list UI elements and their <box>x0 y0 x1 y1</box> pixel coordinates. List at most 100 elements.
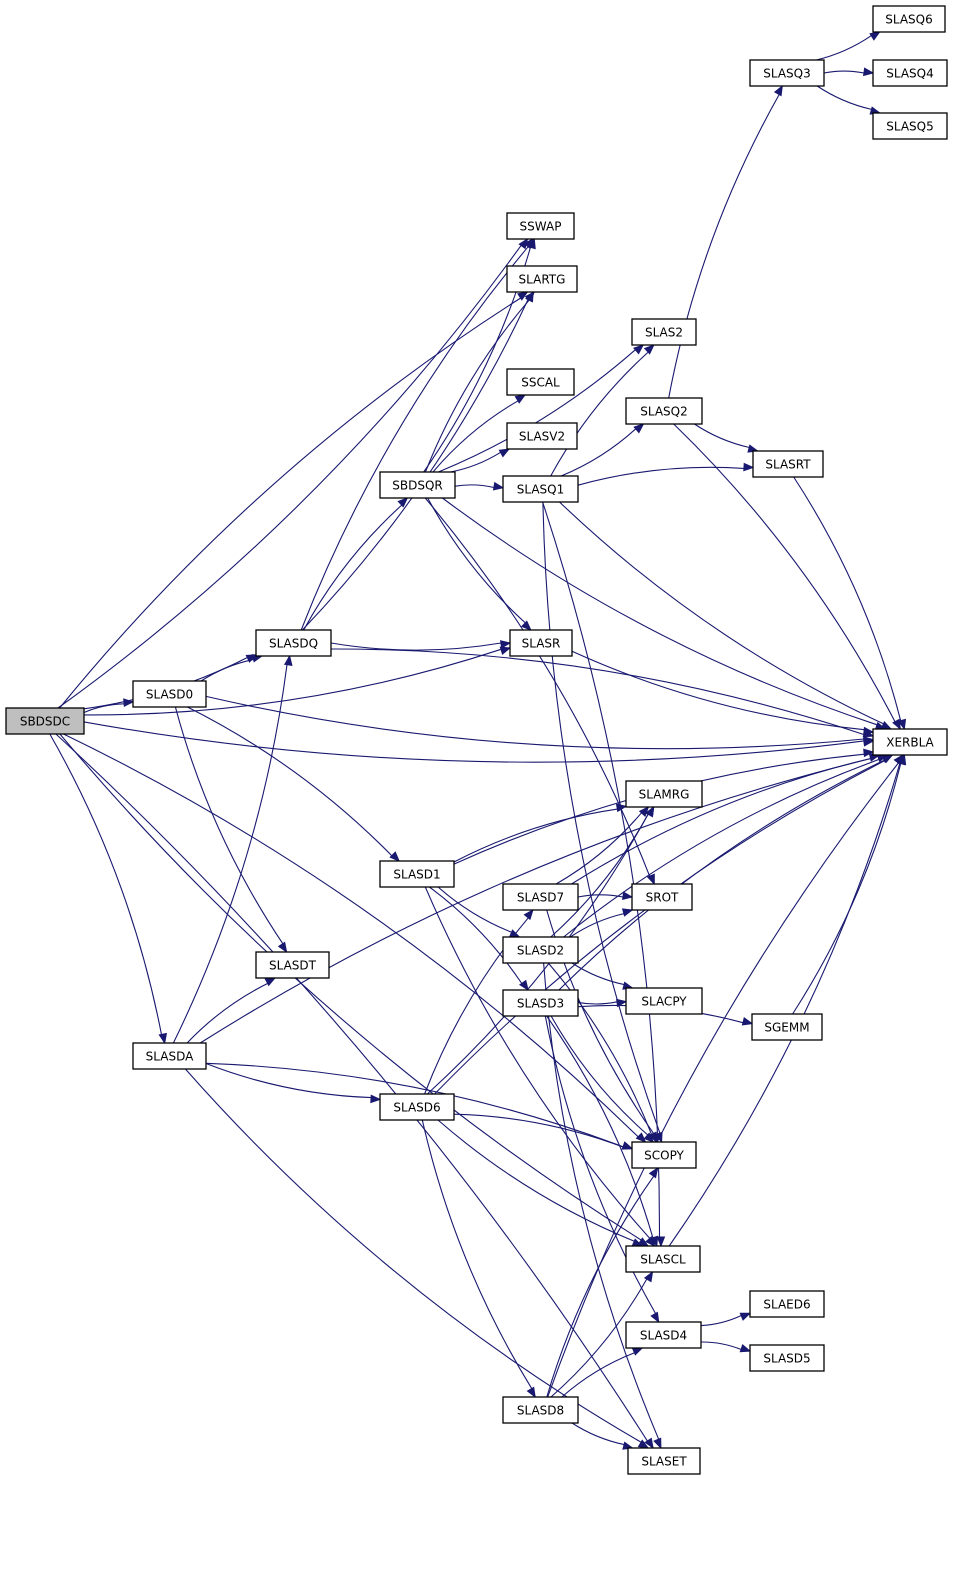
edge-slasd2-to-slacpy <box>571 962 634 990</box>
node-slaset[interactable]: SLASET <box>627 1447 701 1475</box>
edge-sbdsqr-to-srot <box>424 497 655 886</box>
node-label: SSCAL <box>521 376 560 390</box>
edge-slasd2-to-slaset <box>543 962 662 1450</box>
node-sgemm[interactable]: SGEMM <box>751 1013 823 1041</box>
node-box <box>749 1290 825 1318</box>
edge-slasd8-to-scopy <box>546 1166 659 1398</box>
node-slasd5[interactable]: SLASD5 <box>749 1344 825 1372</box>
node-box <box>502 1396 579 1424</box>
node-slasq6[interactable]: SLASQ6 <box>872 5 946 33</box>
node-box <box>502 936 579 964</box>
edge-sbdsqr-to-slasr <box>427 497 532 631</box>
edge-slasd6-to-slasd8 <box>421 1119 536 1399</box>
edge-slasd6-to-scopy <box>453 1113 634 1150</box>
node-label: SBDSQR <box>392 479 443 493</box>
edge-slasd3-to-xerbla <box>558 754 893 991</box>
node-box <box>631 318 697 346</box>
edge-slasd0-to-xerbla <box>205 695 875 750</box>
node-label: SLACPY <box>641 995 687 1009</box>
edge-sbdsdc-to-scopy <box>63 733 647 1143</box>
node-scopy[interactable]: SCOPY <box>631 1141 697 1169</box>
node-slasd6[interactable]: SLASD6 <box>379 1093 455 1121</box>
node-box <box>132 1042 207 1070</box>
node-slartg[interactable]: SLARTG <box>506 265 578 293</box>
node-label: SLASRT <box>765 458 811 472</box>
edge-sbdsdc-to-slartg <box>59 291 529 709</box>
node-slasd4[interactable]: SLASD4 <box>625 1321 702 1349</box>
node-label: SLASD8 <box>517 1404 564 1418</box>
node-box <box>379 471 456 499</box>
edge-sbdsqr-to-xerbla <box>442 497 887 731</box>
edge-slasq2-to-slasrt <box>694 423 759 453</box>
node-label: SLASR <box>522 637 561 651</box>
node-label: SLASQ4 <box>886 67 933 81</box>
node-slas2[interactable]: SLAS2 <box>631 318 697 346</box>
node-box <box>506 212 575 240</box>
node-slasq5[interactable]: SLASQ5 <box>872 112 948 140</box>
node-box <box>627 1447 701 1475</box>
edge-slasd3-to-slasd4 <box>544 1015 660 1324</box>
node-slasd3[interactable]: SLASD3 <box>502 989 579 1017</box>
edge-slascl-to-xerbla <box>668 753 906 1247</box>
node-sswap[interactable]: SSWAP <box>506 212 575 240</box>
node-slasrt[interactable]: SLASRT <box>752 450 824 478</box>
node-sbdsqr[interactable]: SBDSQR <box>379 471 456 499</box>
node-slasd0[interactable]: SLASD0 <box>132 680 207 708</box>
node-slasq4[interactable]: SLASQ4 <box>872 59 948 87</box>
edge-slasdq-to-sswap <box>300 237 534 631</box>
node-label: SBDSDC <box>20 715 70 729</box>
edge-slasd2-to-srot <box>569 908 634 938</box>
node-slasda[interactable]: SLASDA <box>132 1042 207 1070</box>
node-slasq2[interactable]: SLASQ2 <box>625 397 703 425</box>
node-slaed6[interactable]: SLAED6 <box>749 1290 825 1318</box>
edge-slasd2-to-slamrg <box>550 805 655 938</box>
node-slasdt[interactable]: SLASDT <box>255 951 330 979</box>
edge-slasd0-to-slasdt <box>174 706 288 954</box>
node-box <box>625 1245 701 1273</box>
edge-slasd3-to-slascl <box>546 1015 659 1248</box>
node-label: SLASD0 <box>146 688 193 702</box>
edge-slasdq-to-xerbla <box>330 648 875 738</box>
node-label: SSWAP <box>520 220 562 234</box>
node-slasd1[interactable]: SLASD1 <box>379 860 455 888</box>
node-slasd7[interactable]: SLASD7 <box>502 883 579 911</box>
node-slamrg[interactable]: SLAMRG <box>625 780 703 808</box>
edge-slasd3-to-slacpy <box>577 998 628 1008</box>
node-box <box>509 629 573 657</box>
edge-slasdq-to-slasr <box>330 640 512 651</box>
node-sscal[interactable]: SSCAL <box>506 368 575 396</box>
node-box <box>625 397 703 425</box>
node-box <box>506 368 575 396</box>
node-slasr[interactable]: SLASR <box>509 629 573 657</box>
node-slasd8[interactable]: SLASD8 <box>502 1396 579 1424</box>
edge-slasq2-to-slasq3 <box>668 84 783 399</box>
node-box <box>872 112 948 140</box>
node-slasq3[interactable]: SLASQ3 <box>749 59 825 87</box>
node-slasdq[interactable]: SLASDQ <box>255 629 332 657</box>
edge-slasd2-to-xerbla <box>563 754 889 938</box>
node-sbdsdc[interactable]: SBDSDC <box>5 707 85 735</box>
node-xerbla[interactable]: XERBLA <box>872 728 948 756</box>
node-box <box>379 1093 455 1121</box>
edge-slasd8-to-xerbla <box>547 753 904 1398</box>
edge-slasd8-to-slaset <box>571 1422 634 1450</box>
node-srot[interactable]: SROT <box>631 883 693 911</box>
node-slascl[interactable]: SLASCL <box>625 1245 701 1273</box>
edge-slasda-to-slasdt <box>186 977 277 1044</box>
node-slasq1[interactable]: SLASQ1 <box>502 475 579 503</box>
node-label: SCOPY <box>644 1149 684 1163</box>
node-label: SLASQ5 <box>886 120 933 134</box>
node-label: SLASCL <box>640 1253 686 1267</box>
edge-slasd4-to-slasd5 <box>700 1341 752 1353</box>
node-slasv2[interactable]: SLASV2 <box>506 422 578 450</box>
node-box <box>502 989 579 1017</box>
edge-sbdsqr-to-slas2 <box>438 344 645 473</box>
edge-sbdsdc-to-slasr <box>83 646 512 716</box>
node-box <box>5 707 85 735</box>
edge-slasd3-to-scopy <box>550 1015 655 1143</box>
node-slasd2[interactable]: SLASD2 <box>502 936 579 964</box>
edge-sbdsdc-to-slasda <box>49 733 168 1045</box>
node-slacpy[interactable]: SLACPY <box>625 987 703 1015</box>
node-box <box>631 1141 697 1169</box>
